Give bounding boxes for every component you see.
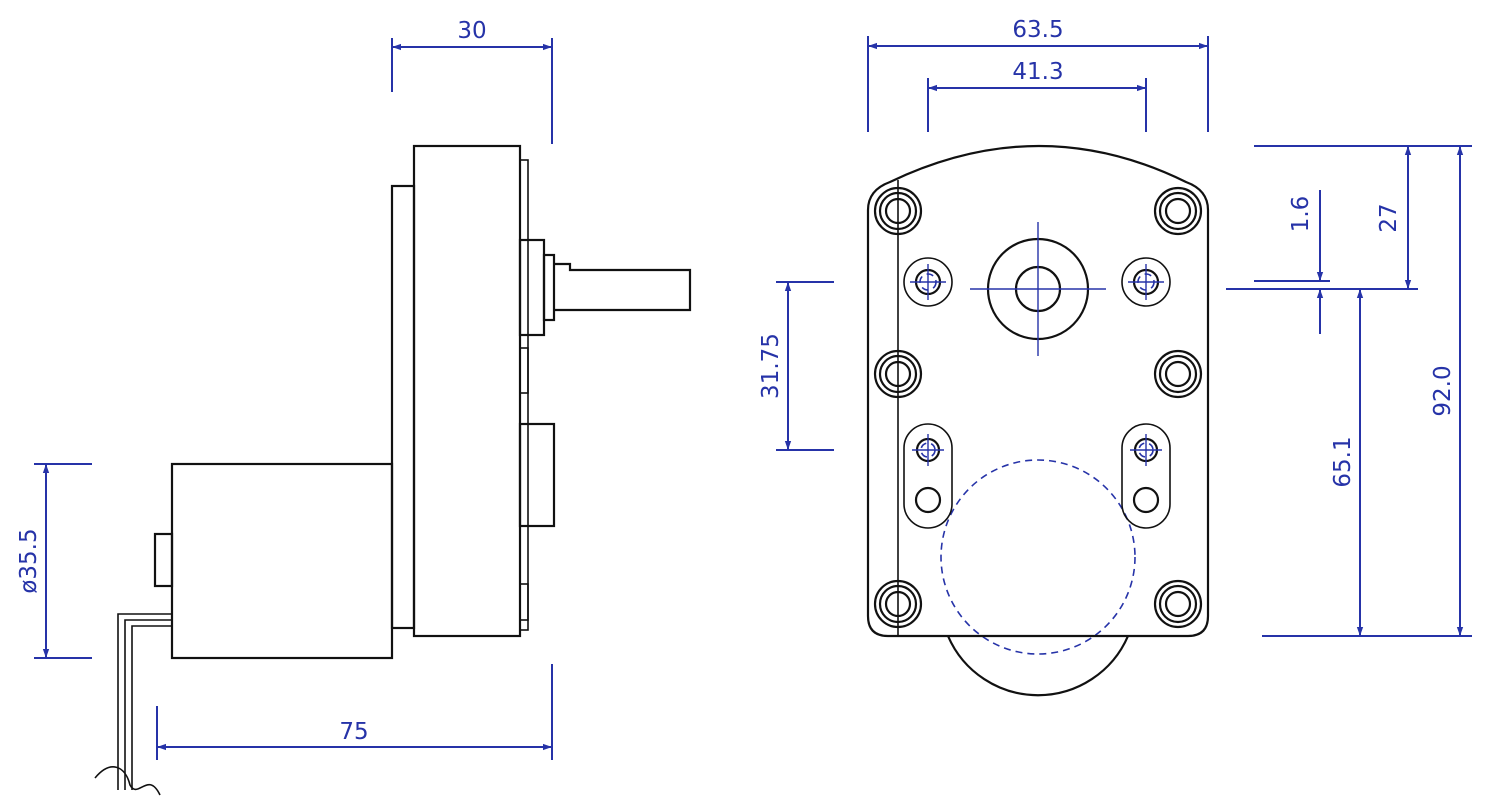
dim-shaft-offset: 1.6 xyxy=(1288,196,1314,233)
motor-end-cap xyxy=(153,532,174,588)
corner-hole xyxy=(1153,579,1203,629)
tapped-hole xyxy=(903,257,953,307)
dim-hole-spacing-vertical: 31.75 xyxy=(758,333,784,399)
corner-hole xyxy=(1153,186,1203,236)
tapped-hole xyxy=(1121,257,1171,307)
corner-hole xyxy=(873,186,923,236)
dim-overall-length: 75 xyxy=(339,719,368,745)
bushing-outer xyxy=(518,238,546,337)
side-feature-2 xyxy=(518,422,556,528)
dim-shaft-extension: 30 xyxy=(457,18,486,44)
side-feature-3 xyxy=(519,583,529,621)
wire-2 xyxy=(124,619,172,790)
dim-shaft-to-top: 27 xyxy=(1376,203,1402,232)
dim-hole-spacing-width: 41.3 xyxy=(1012,59,1063,85)
gearbox-front-plate xyxy=(519,159,529,631)
front-view: 63.5 41.3 31.75 1.6 27 65.1 92.0 xyxy=(758,17,1472,697)
motor-body xyxy=(170,462,394,660)
slot-right xyxy=(1121,423,1171,529)
wire-break xyxy=(94,766,161,796)
gearbox-plate xyxy=(390,184,416,630)
side-view: 30 75 ø35.5 xyxy=(16,18,692,796)
slot-left xyxy=(903,423,953,529)
corner-hole xyxy=(873,349,923,399)
wire-1 xyxy=(117,613,172,790)
motor-hidden-outline xyxy=(940,459,1136,655)
bushing-inner xyxy=(542,253,556,322)
gearbox-housing xyxy=(412,144,522,638)
motor-outline-bottom xyxy=(946,635,1130,697)
output-shaft xyxy=(554,262,692,312)
corner-hole xyxy=(873,579,923,629)
dim-overall-height: 92.0 xyxy=(1430,365,1456,416)
dim-shaft-to-bottom: 65.1 xyxy=(1330,436,1356,487)
side-feature-1 xyxy=(519,347,529,394)
dim-motor-diameter: ø35.5 xyxy=(16,528,42,593)
dim-overall-width: 63.5 xyxy=(1012,17,1063,43)
corner-hole xyxy=(1153,349,1203,399)
wire-3 xyxy=(131,625,172,790)
output-shaft-boss xyxy=(970,222,1106,356)
gearbox-outline xyxy=(866,144,1210,638)
